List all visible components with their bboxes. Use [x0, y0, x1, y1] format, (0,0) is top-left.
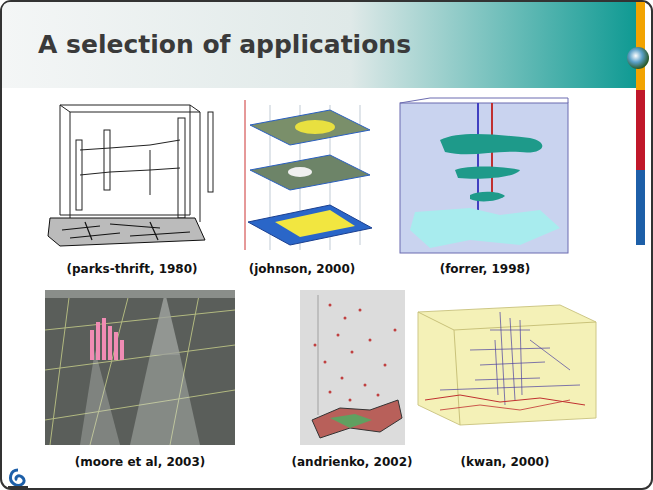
slide-title: A selection of applications — [38, 30, 411, 59]
figure-caption: (johnson, 2000) — [249, 262, 355, 276]
figure-caption: (forrer, 1998) — [440, 262, 531, 276]
figure-caption: (moore et al, 2003) — [75, 455, 206, 469]
figure-caption: (andrienko, 2002) — [292, 455, 413, 469]
figure-caption: (kwan, 2000) — [461, 455, 550, 469]
figure-caption: (parks-thrift, 1980) — [66, 262, 197, 276]
